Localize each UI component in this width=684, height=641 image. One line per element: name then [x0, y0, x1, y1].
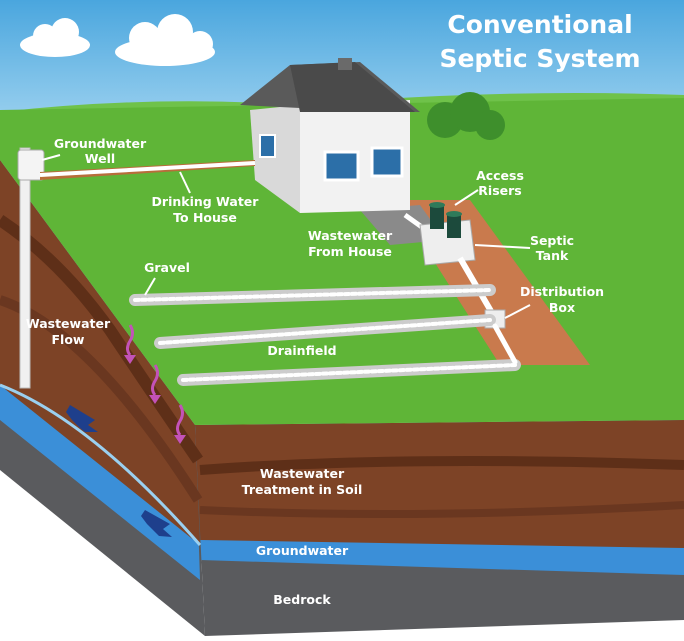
wastewater-flow-arrows — [126, 324, 184, 436]
house — [240, 58, 420, 213]
label-distribution-box: Distribution — [520, 284, 604, 299]
label-groundwater-well-2: Well — [85, 151, 115, 166]
groundwater-well — [17, 147, 256, 389]
label-distribution-box-2: Box — [549, 300, 575, 315]
labels: Groundwater Well Drinking Water To House… — [26, 136, 604, 607]
clouds — [20, 14, 215, 66]
label-groundwater-well: Groundwater — [54, 136, 147, 151]
trees — [427, 92, 505, 140]
label-septic-tank: Septic — [530, 233, 574, 248]
label-drinking-water: Drinking Water — [152, 194, 260, 209]
label-access-risers: Access — [476, 168, 524, 183]
label-wastewater-from-house: Wastewater — [308, 228, 393, 243]
label-gravel: Gravel — [144, 260, 190, 275]
septic-tank — [403, 202, 506, 329]
label-wastewater-from-house-2: From House — [308, 244, 392, 259]
label-treatment: Wastewater — [260, 466, 345, 481]
label-wastewater-flow-2: Flow — [52, 332, 85, 347]
flow-arrowheads — [124, 355, 186, 444]
label-bedrock: Bedrock — [273, 592, 331, 607]
label-drinking-water-2: To House — [173, 210, 237, 225]
drainfield-lines — [129, 284, 521, 386]
label-access-risers-2: Risers — [478, 183, 521, 198]
label-treatment-2: Treatment in Soil — [242, 482, 363, 497]
label-groundwater: Groundwater — [256, 543, 349, 558]
label-wastewater-flow: Wastewater — [26, 316, 111, 331]
label-drainfield: Drainfield — [267, 343, 336, 358]
label-septic-tank-2: Tank — [536, 248, 569, 263]
diagram-title-line2: Septic System — [439, 44, 640, 73]
soil-block-side — [0, 160, 205, 636]
groundwater-flow-arrows — [66, 405, 172, 537]
diagram-title: Conventional — [447, 10, 632, 39]
soil-block-front — [195, 420, 684, 636]
